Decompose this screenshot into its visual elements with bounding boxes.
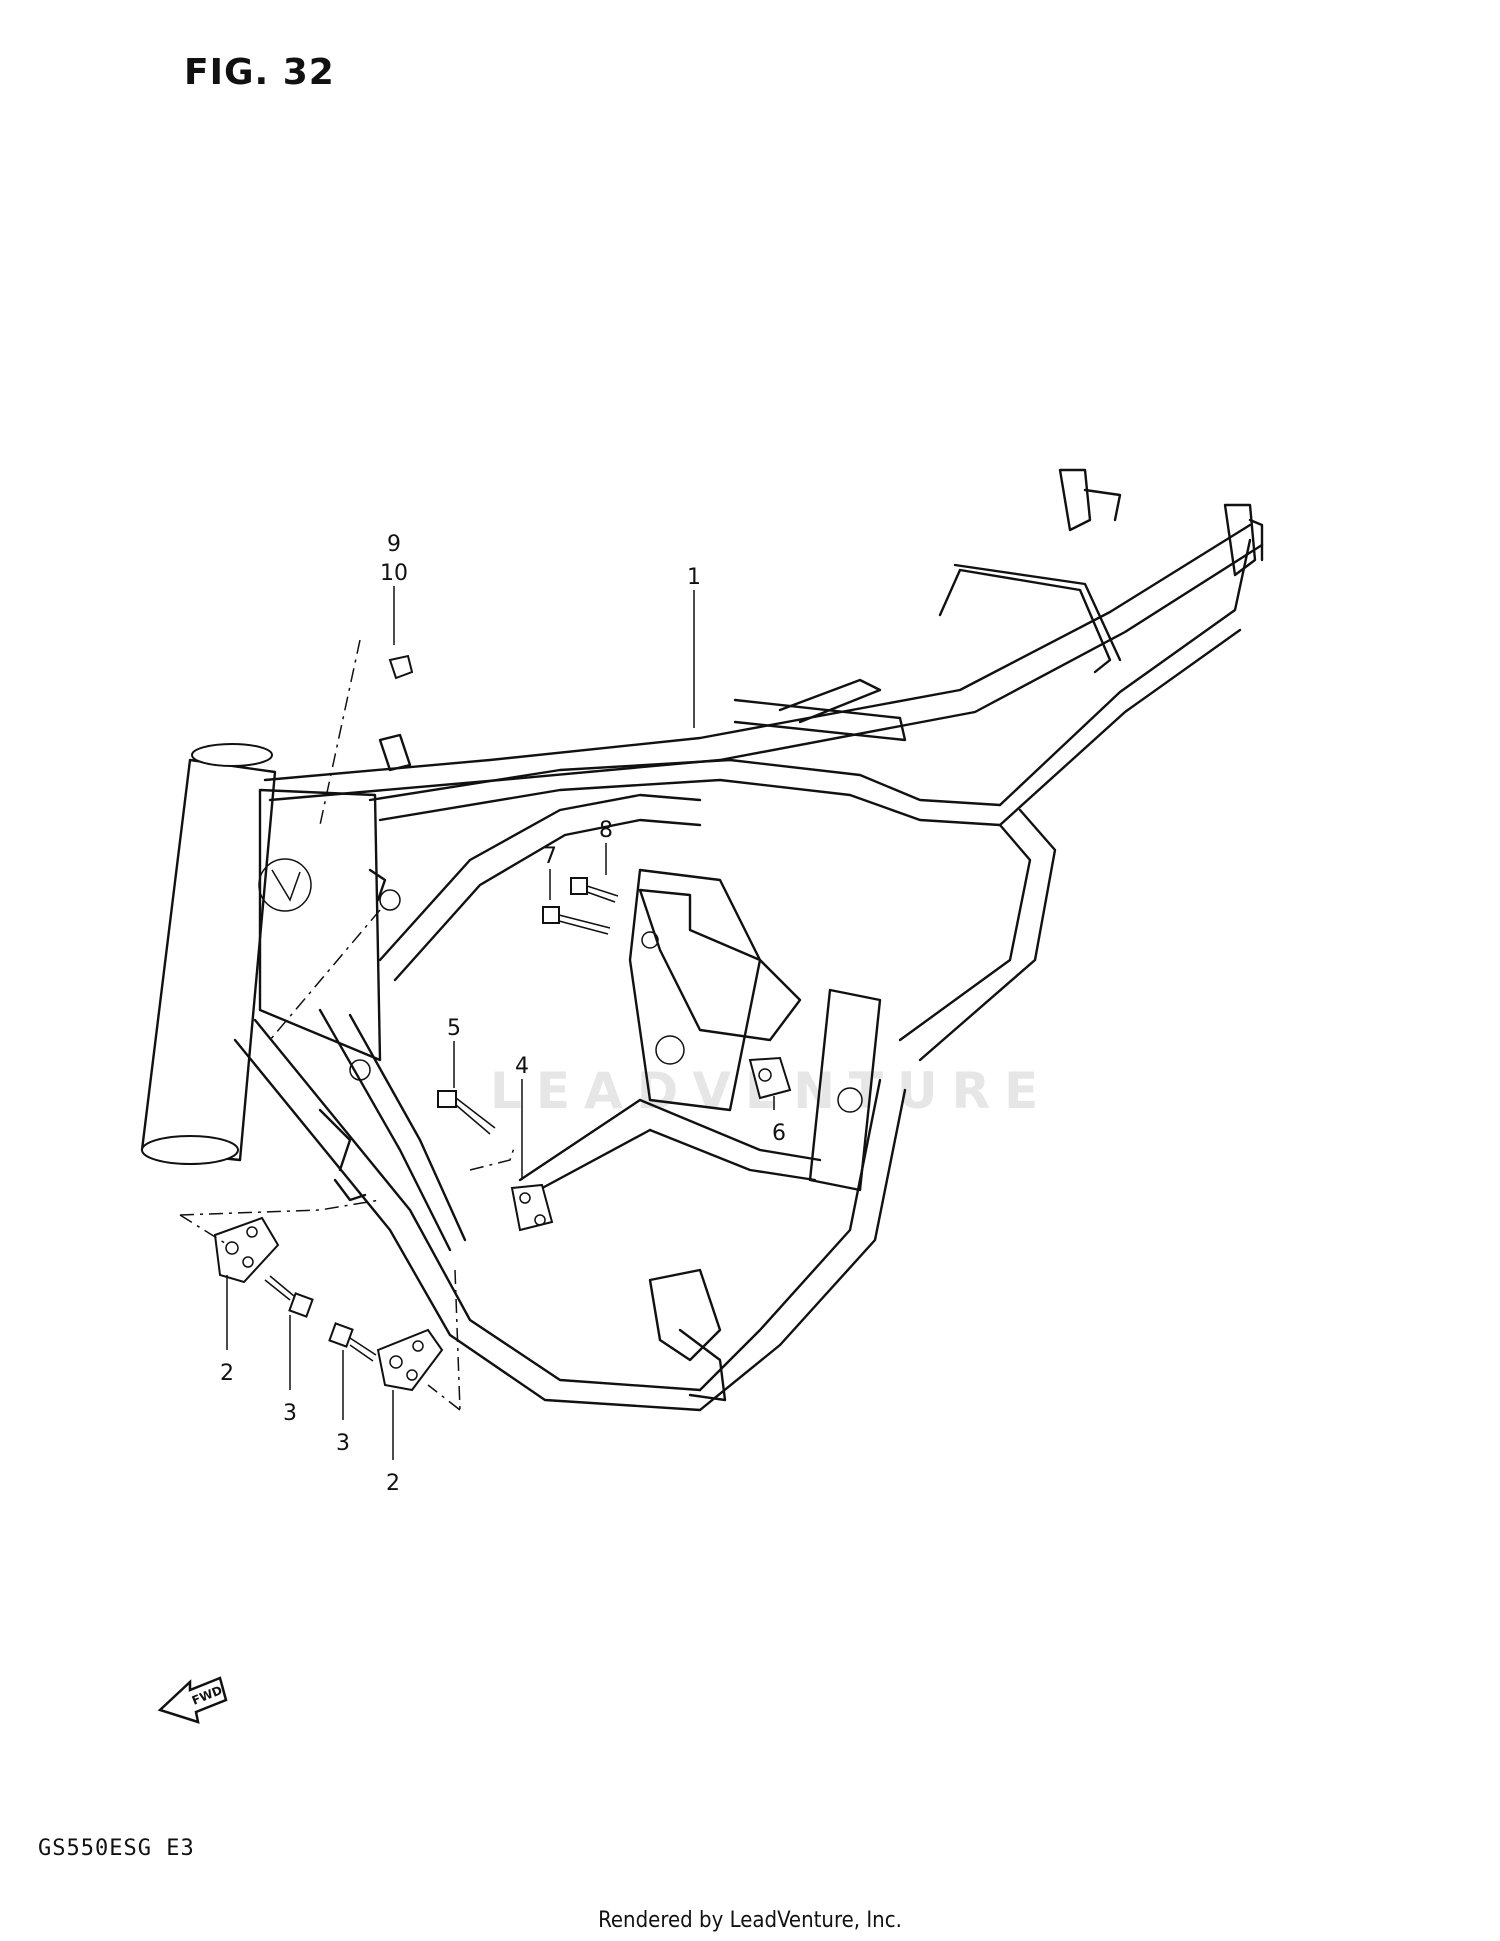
plate-2-left[interactable] xyxy=(213,1216,280,1284)
figure-title: FIG. 32 xyxy=(184,52,335,93)
callout-8: 8 xyxy=(599,818,613,843)
motorcycle-frame[interactable] xyxy=(140,468,1264,1412)
callout-3-right: 3 xyxy=(336,1431,350,1456)
callout-6: 6 xyxy=(772,1121,786,1146)
callout-10: 10 xyxy=(380,561,408,586)
callout-4: 4 xyxy=(515,1054,529,1079)
plug-part[interactable] xyxy=(388,654,414,680)
callout-5: 5 xyxy=(447,1016,461,1041)
bolt-3-right[interactable] xyxy=(328,1322,377,1362)
bolt-5[interactable] xyxy=(437,1090,496,1135)
callout-7: 7 xyxy=(543,844,557,869)
callout-2-left: 2 xyxy=(220,1361,234,1386)
plate-2-right[interactable] xyxy=(376,1328,444,1392)
bracket-4[interactable] xyxy=(510,1183,554,1232)
model-code: GS550ESG E3 xyxy=(38,1836,195,1861)
callout-2-right: 2 xyxy=(386,1471,400,1496)
callout-3-left: 3 xyxy=(283,1401,297,1426)
callout-1: 1 xyxy=(687,565,701,590)
footer-credit: Rendered by LeadVenture, Inc. xyxy=(598,1908,902,1933)
bolt-7[interactable] xyxy=(542,906,611,935)
fwd-arrow-icon: FWD xyxy=(157,1676,228,1724)
bolt-8[interactable] xyxy=(570,877,619,903)
engine-mount-bracket[interactable] xyxy=(638,888,802,1042)
callout-9: 9 xyxy=(387,532,401,557)
bolt-3-left[interactable] xyxy=(264,1275,314,1318)
bracket-6[interactable] xyxy=(748,1056,792,1100)
